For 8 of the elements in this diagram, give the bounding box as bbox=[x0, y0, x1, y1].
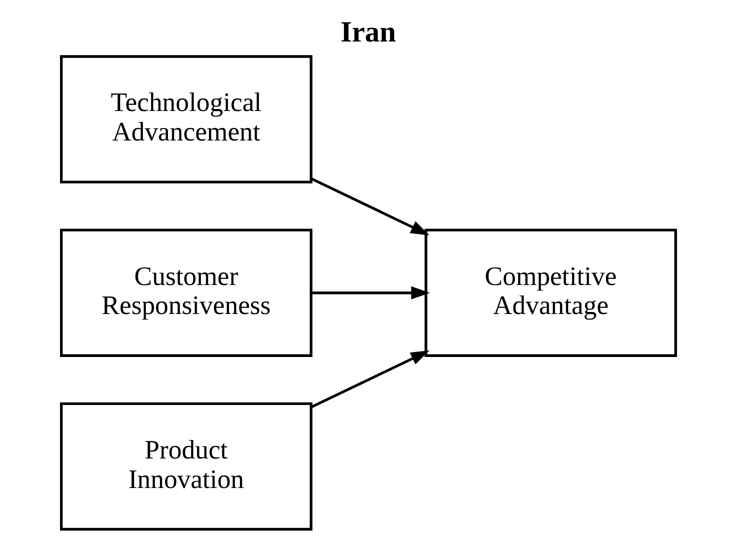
arrow bbox=[310, 350, 429, 408]
arrow bbox=[310, 177, 429, 236]
node-box: Technological Advancement bbox=[60, 55, 312, 184]
diagram-title: Iran bbox=[340, 16, 396, 48]
node-box: Product Innovation bbox=[60, 402, 312, 531]
node-box: Customer Responsiveness bbox=[60, 228, 312, 357]
arrow bbox=[310, 286, 430, 300]
node-box: Competitive Advantage bbox=[424, 228, 676, 357]
